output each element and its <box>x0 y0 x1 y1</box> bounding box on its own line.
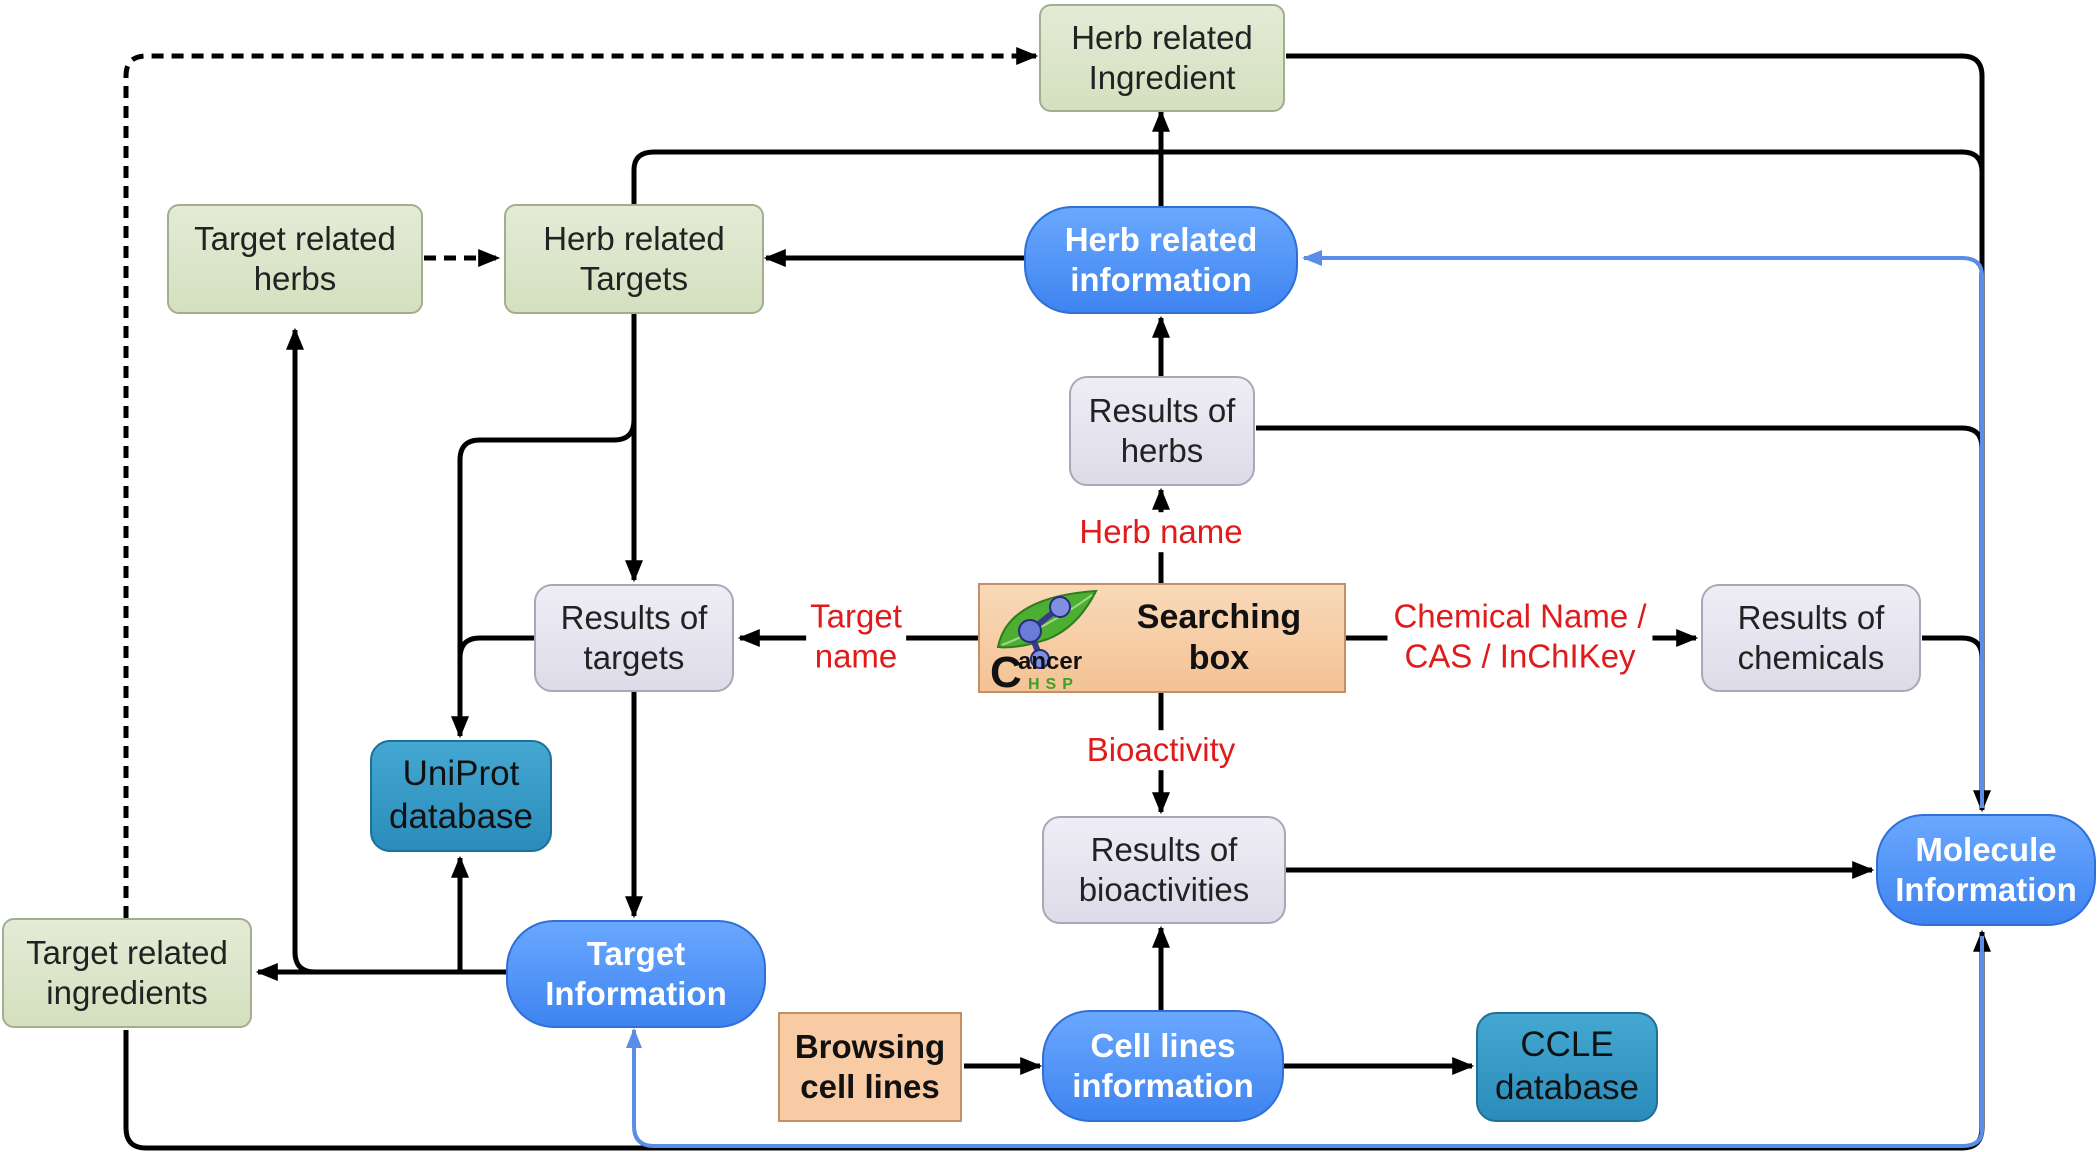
results-of-herbs-node: Results of herbs <box>1069 376 1255 486</box>
results-of-targets-node: Results of targets <box>534 584 734 692</box>
edge-molecule-to-targetinfo <box>626 936 1984 1148</box>
herb-related-information-node[interactable]: Herb related information <box>1024 206 1298 314</box>
cancer-hsp-logo: C ancer HSP <box>990 589 1098 691</box>
searching-box-label: Searching box <box>1136 597 1302 677</box>
cell-lines-information-node[interactable]: Cell lines information <box>1042 1010 1284 1122</box>
molecule-icon <box>1018 619 1042 643</box>
svg-text:HSP: HSP <box>1028 676 1079 691</box>
molecule-information-node[interactable]: Molecule Information <box>1876 814 2096 926</box>
edge-label-herb-name: Herb name <box>1073 512 1249 552</box>
target-related-ingredients-node: Target related ingredients <box>2 918 252 1028</box>
herb-related-targets-node: Herb related Targets <box>504 204 764 314</box>
target-related-herbs-node: Target related herbs <box>167 204 423 314</box>
edge-resultherbs-to-molecule <box>1256 425 1985 449</box>
edge-herbtargets-to-uniprot <box>451 419 637 739</box>
browsing-cell-lines-node[interactable]: Browsing cell lines <box>778 1012 962 1122</box>
target-information-node[interactable]: Target Information <box>506 920 766 1028</box>
ccle-database-node: CCLE database <box>1476 1012 1658 1122</box>
svg-text:ancer: ancer <box>1018 648 1082 675</box>
edge-ingredient-to-molecule <box>1286 53 1991 813</box>
edge-ingredients-to-herbingredient <box>123 47 1039 918</box>
uniprot-database-node: UniProt database <box>370 740 552 852</box>
edge-label-target-name: Target name <box>806 596 906 676</box>
svg-text:C: C <box>990 648 1022 691</box>
edge-herbtargets-top-to-molecule <box>631 149 1985 204</box>
herb-related-ingredient-node: Herb related Ingredient <box>1039 4 1285 112</box>
edge-resulttargets-to-uniprot <box>457 635 534 659</box>
results-of-chemicals-node: Results of chemicals <box>1701 584 1921 692</box>
edge-targetinfo-to-relatedherbs <box>286 327 320 975</box>
edge-label-bioactivity: Bioactivity <box>1080 730 1242 770</box>
edge-molecule-to-herbinfo <box>1302 250 1984 808</box>
edge-label-chemical-name: Chemical Name / CAS / InChIKey <box>1387 596 1653 676</box>
results-of-bioactivities-node: Results of bioactivities <box>1042 816 1286 924</box>
edge-chemicals-to-molecule <box>1922 635 1985 659</box>
searching-box[interactable]: C ancer HSP Searching box <box>978 583 1346 693</box>
